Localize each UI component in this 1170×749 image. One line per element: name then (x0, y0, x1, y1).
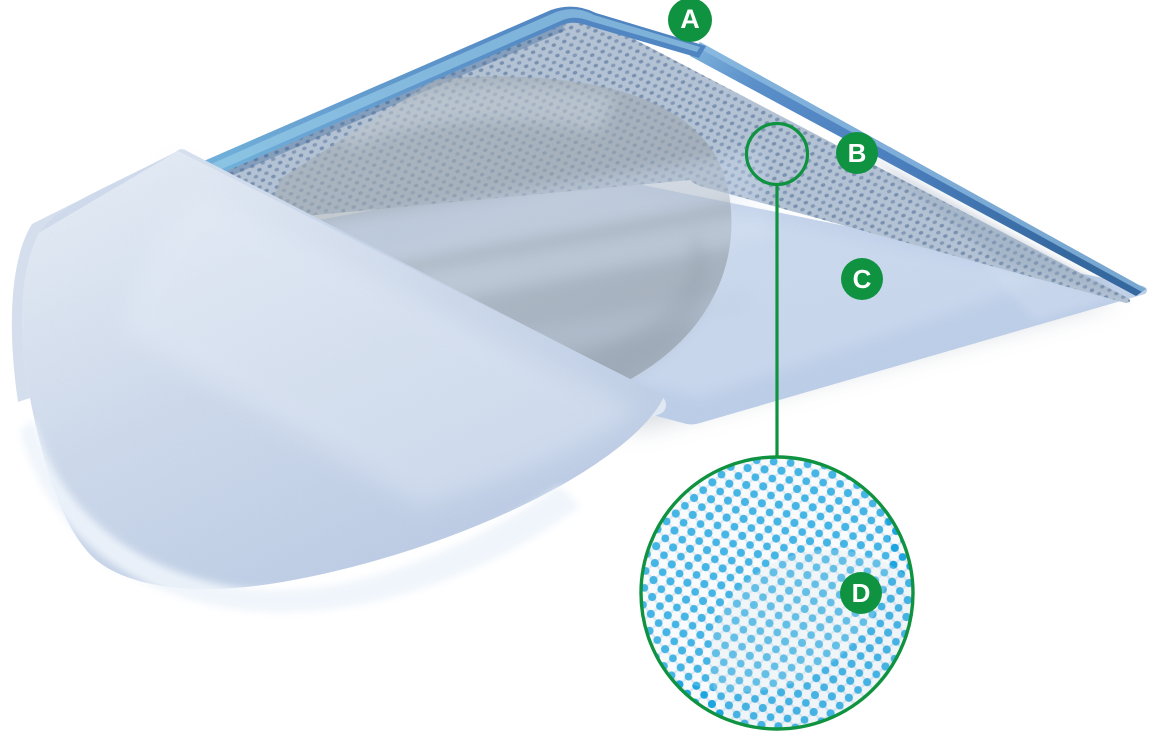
marker-label-b: B (836, 132, 878, 174)
magnified-detail-disc (639, 455, 915, 731)
marker-label-d: D (840, 572, 882, 614)
sealed-edge-band-right (690, 42, 1146, 296)
marker-label-a: A (668, 0, 712, 42)
layer-peeled-flap (11, 149, 667, 612)
marker-label-c: C (841, 258, 883, 300)
callout-source-circle (744, 121, 810, 187)
